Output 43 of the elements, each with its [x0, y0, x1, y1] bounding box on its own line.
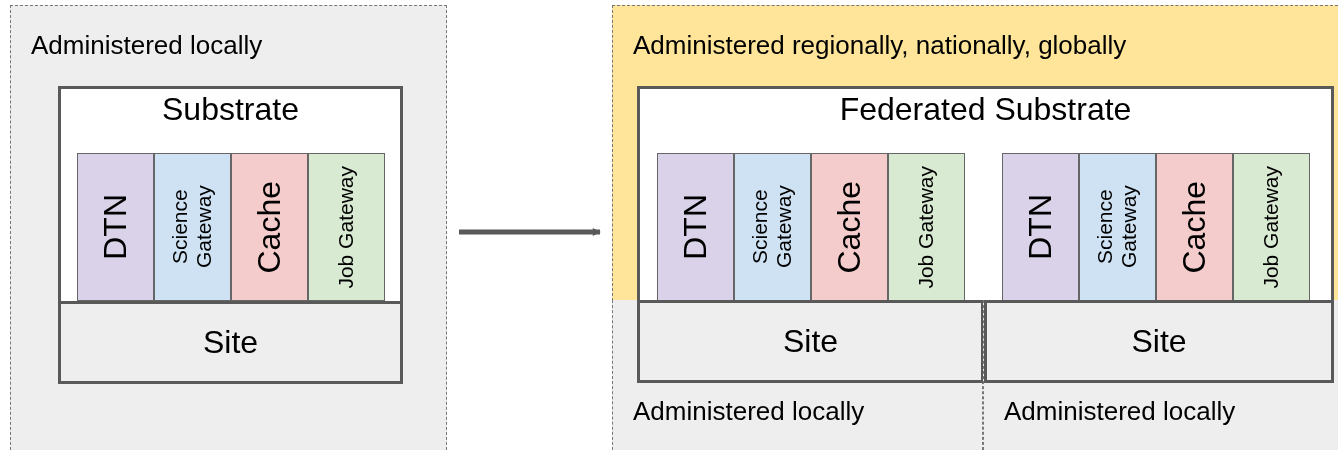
region-panel: [983, 300, 1338, 450]
region-panel: [612, 300, 983, 450]
region-label: Administered locally: [633, 396, 865, 427]
service-label: Job Gateway: [334, 165, 359, 289]
site-label: Site: [782, 323, 839, 360]
service-block: [734, 153, 811, 301]
substrate-box: [637, 86, 1334, 302]
service-label: Cache: [1176, 180, 1213, 274]
service-label: Science Gateway: [748, 184, 797, 271]
service-label: Science Gateway: [168, 184, 217, 271]
service-block: [1079, 153, 1156, 301]
service-block: [308, 153, 385, 301]
site-box: [984, 300, 1334, 383]
region-panel: [612, 5, 1338, 301]
service-label: Cache: [831, 180, 868, 274]
site-box: [58, 301, 403, 384]
box-title: Federated Substrate: [838, 91, 1133, 128]
service-block: [154, 153, 231, 301]
region-label: Administered locally: [31, 30, 263, 61]
site-label: Site: [1131, 323, 1187, 360]
arrow: [459, 228, 601, 236]
service-label: DTN: [677, 194, 714, 260]
substrate-box: [58, 86, 403, 302]
service-block: [811, 153, 888, 301]
service-block: [657, 153, 734, 301]
service-label: Job Gateway: [1259, 165, 1284, 289]
site-box: [637, 300, 984, 383]
site-label: Site: [202, 324, 259, 361]
region-label: Administered locally: [1004, 396, 1236, 427]
service-label: Job Gateway: [914, 165, 939, 289]
service-block: [1156, 153, 1233, 301]
region-panel: [10, 5, 447, 450]
service-block: [1233, 153, 1310, 301]
service-block: [1002, 153, 1079, 301]
service-label: Science Gateway: [1093, 184, 1142, 271]
box-title: Substrate: [161, 91, 300, 128]
service-block: [888, 153, 965, 301]
service-block: [231, 153, 308, 301]
service-block: [77, 153, 154, 301]
service-label: DTN: [1022, 194, 1059, 260]
region-label: Administered regionally, nationally, globally: [633, 30, 1127, 61]
service-label: Cache: [251, 180, 288, 274]
service-label: DTN: [97, 194, 134, 260]
